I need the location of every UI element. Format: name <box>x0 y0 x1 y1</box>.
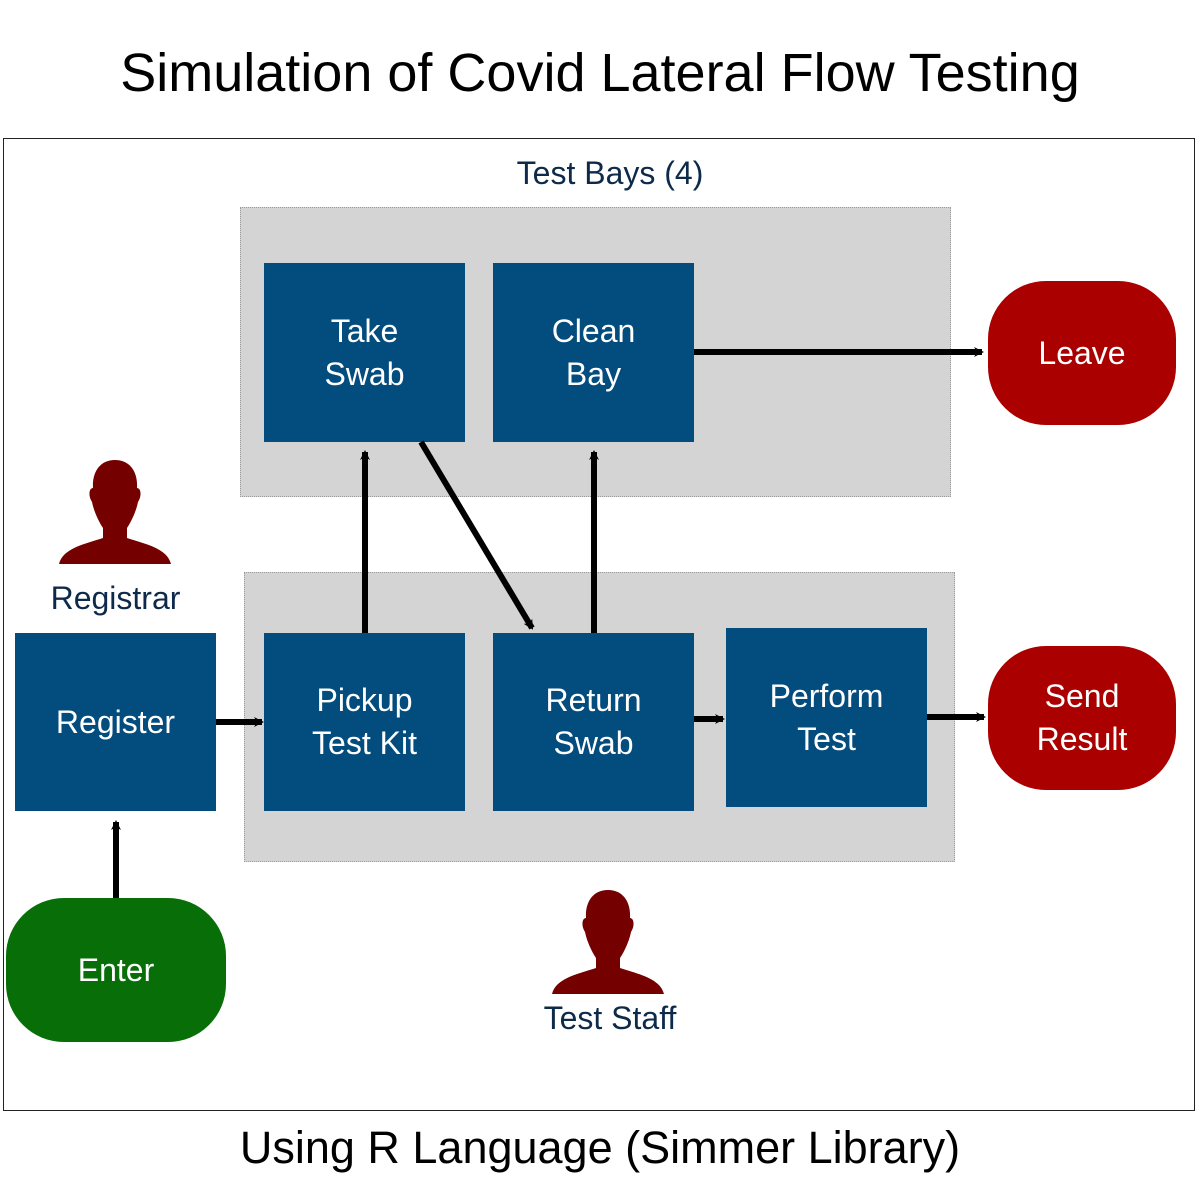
test-staff-label: Test Staff <box>543 1000 677 1036</box>
send-result-node[interactable]: Send Result <box>988 646 1176 790</box>
edge-takeswab-returnswab <box>418 440 535 630</box>
register-node[interactable]: Register <box>15 633 216 811</box>
leave-node[interactable]: Leave <box>988 281 1176 425</box>
enter-node[interactable]: Enter <box>6 898 226 1042</box>
pickup-test-kit-node[interactable]: Pickup Test Kit <box>264 633 465 811</box>
diagram-subtitle: Using R Language (Simmer Library) <box>239 1122 961 1173</box>
diagram-frame <box>3 138 1195 1111</box>
test-staff-person-icon <box>552 890 664 994</box>
return-swab-node[interactable]: Return Swab <box>493 633 694 811</box>
registrar-person-icon <box>59 460 171 564</box>
test-bays-label: Test Bays (4) <box>516 155 704 191</box>
clean-bay-node[interactable]: Clean Bay <box>493 263 694 442</box>
registrar-label: Registrar <box>50 580 181 616</box>
diagram-title: Simulation of Covid Lateral Flow Testing <box>120 43 1080 103</box>
take-swab-node[interactable]: Take Swab <box>264 263 465 442</box>
perform-test-node[interactable]: Perform Test <box>726 628 927 807</box>
